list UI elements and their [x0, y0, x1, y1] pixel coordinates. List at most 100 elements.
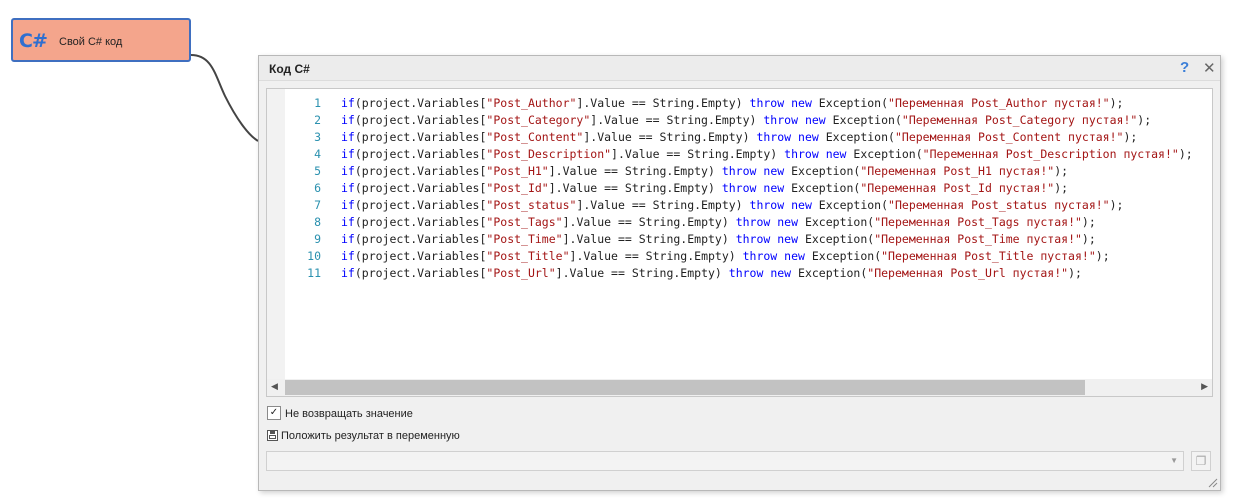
exception-message-string: "Переменная Post_Author пустая!"	[888, 96, 1110, 110]
variable-name-string: "Post_Category"	[486, 113, 591, 127]
variable-name-string: "Post_Url"	[486, 266, 556, 280]
code-text: Exception(	[798, 232, 875, 246]
keyword-if: if	[341, 198, 355, 212]
code-text: ].Value == String.Empty)	[555, 266, 729, 280]
code-text: Exception(	[825, 113, 902, 127]
code-text: (project.Variables[	[354, 249, 487, 263]
code-line[interactable]: 3 if(project.Variables["Post_Content"].Va…	[285, 129, 1212, 146]
keyword-new: new	[763, 181, 785, 195]
keyword-new: new	[798, 130, 819, 144]
code-text: ].Value == String.Empty)	[611, 147, 785, 161]
keyword-if: if	[341, 130, 355, 144]
keyword-new: new	[763, 164, 785, 178]
keyword-new: new	[791, 96, 812, 110]
no-return-checkbox[interactable]: ✓	[267, 406, 281, 420]
code-text: ].Value == String.Empty)	[576, 198, 750, 212]
code-text: );	[1109, 198, 1124, 212]
csharp-icon: C#	[19, 30, 48, 52]
node-label: Свой C# код	[59, 36, 123, 48]
scrollbar-thumb[interactable]	[285, 380, 1085, 395]
keyword-if: if	[341, 266, 355, 280]
save-result-option[interactable]: Положить результат в переменную	[267, 429, 460, 442]
scroll-right-icon[interactable]: ▶	[1201, 381, 1208, 391]
horizontal-scrollbar[interactable]: ◀ ▶	[267, 379, 1212, 396]
result-variable-select[interactable]: ▼	[266, 451, 1184, 471]
code-text: );	[1109, 96, 1124, 110]
keyword-new: new	[804, 113, 826, 127]
scroll-left-icon[interactable]: ◀	[271, 381, 278, 391]
no-return-label: Не возвращать значение	[285, 407, 413, 420]
keyword-throw: throw	[735, 215, 771, 229]
line-number: 8	[314, 215, 321, 229]
exception-message-string: "Переменная Post_Id пустая!"	[860, 181, 1055, 195]
code-text: Exception(	[804, 249, 882, 263]
close-icon[interactable]: ✕	[1203, 60, 1216, 77]
code-line[interactable]: 7 if(project.Variables["Post_status"].Val…	[285, 197, 1212, 214]
no-return-option[interactable]: ✓ Не возвращать значение	[267, 406, 413, 421]
code-space	[819, 147, 826, 161]
line-number: 3	[314, 130, 321, 144]
code-line[interactable]: 11 if(project.Variables["Post_Url"].Value…	[285, 265, 1212, 282]
code-text: (project.Variables[	[354, 130, 487, 144]
chevron-down-icon[interactable]: ▼	[1170, 456, 1178, 465]
code-text: Exception(	[846, 147, 923, 161]
code-text: ].Value == String.Empty)	[590, 113, 764, 127]
keyword-if: if	[341, 96, 355, 110]
copy-icon: ❐	[1195, 454, 1207, 468]
keyword-new: new	[770, 266, 792, 280]
code-text: );	[1137, 113, 1152, 127]
keyword-new: new	[791, 198, 812, 212]
line-number: 7	[314, 198, 321, 212]
variables-button[interactable]: ❐	[1191, 451, 1211, 471]
exception-message-string: "Переменная Post_H1 пустая!"	[860, 164, 1055, 178]
code-text: (project.Variables[	[354, 215, 487, 229]
resize-grip-icon[interactable]	[1206, 476, 1218, 488]
code-text: (project.Variables[	[354, 96, 487, 110]
variable-name-string: "Post_Content"	[486, 130, 584, 144]
keyword-throw: throw	[763, 113, 798, 127]
keyword-if: if	[341, 249, 355, 263]
keyword-new: new	[784, 249, 805, 263]
code-text: Exception(	[791, 266, 868, 280]
exception-message-string: "Переменная Post_Tags пустая!"	[874, 215, 1082, 229]
code-text: Exception(	[811, 198, 889, 212]
line-number: 6	[314, 181, 321, 195]
keyword-if: if	[341, 113, 355, 127]
exception-message-string: "Переменная Post_Title пустая!"	[881, 249, 1096, 263]
keyword-throw: throw	[735, 232, 771, 246]
keyword-throw: throw	[721, 181, 757, 195]
csharp-code-node[interactable]: C# Свой C# код	[11, 18, 191, 62]
code-text: );	[1081, 215, 1096, 229]
variable-name-string: "Post_status"	[486, 198, 577, 212]
code-text: Exception(	[811, 96, 889, 110]
variable-name-string: "Post_Description"	[486, 147, 612, 161]
code-space	[798, 113, 805, 127]
keyword-throw: throw	[756, 130, 792, 144]
code-text: ].Value == String.Empty)	[569, 249, 743, 263]
keyword-new: new	[825, 147, 847, 161]
code-space	[791, 130, 798, 144]
line-number: 11	[307, 266, 321, 280]
code-text: (project.Variables[	[354, 266, 487, 280]
code-text: ].Value == String.Empty)	[548, 181, 722, 195]
code-text: ].Value == String.Empty)	[583, 130, 757, 144]
code-text: (project.Variables[	[354, 164, 487, 178]
keyword-if: if	[341, 215, 355, 229]
keyword-new: new	[777, 215, 799, 229]
code-text: (project.Variables[	[354, 198, 487, 212]
help-icon[interactable]: ?	[1180, 59, 1190, 76]
code-text: (project.Variables[	[354, 232, 487, 246]
keyword-throw: throw	[721, 164, 757, 178]
variable-name-string: "Post_H1"	[486, 164, 549, 178]
